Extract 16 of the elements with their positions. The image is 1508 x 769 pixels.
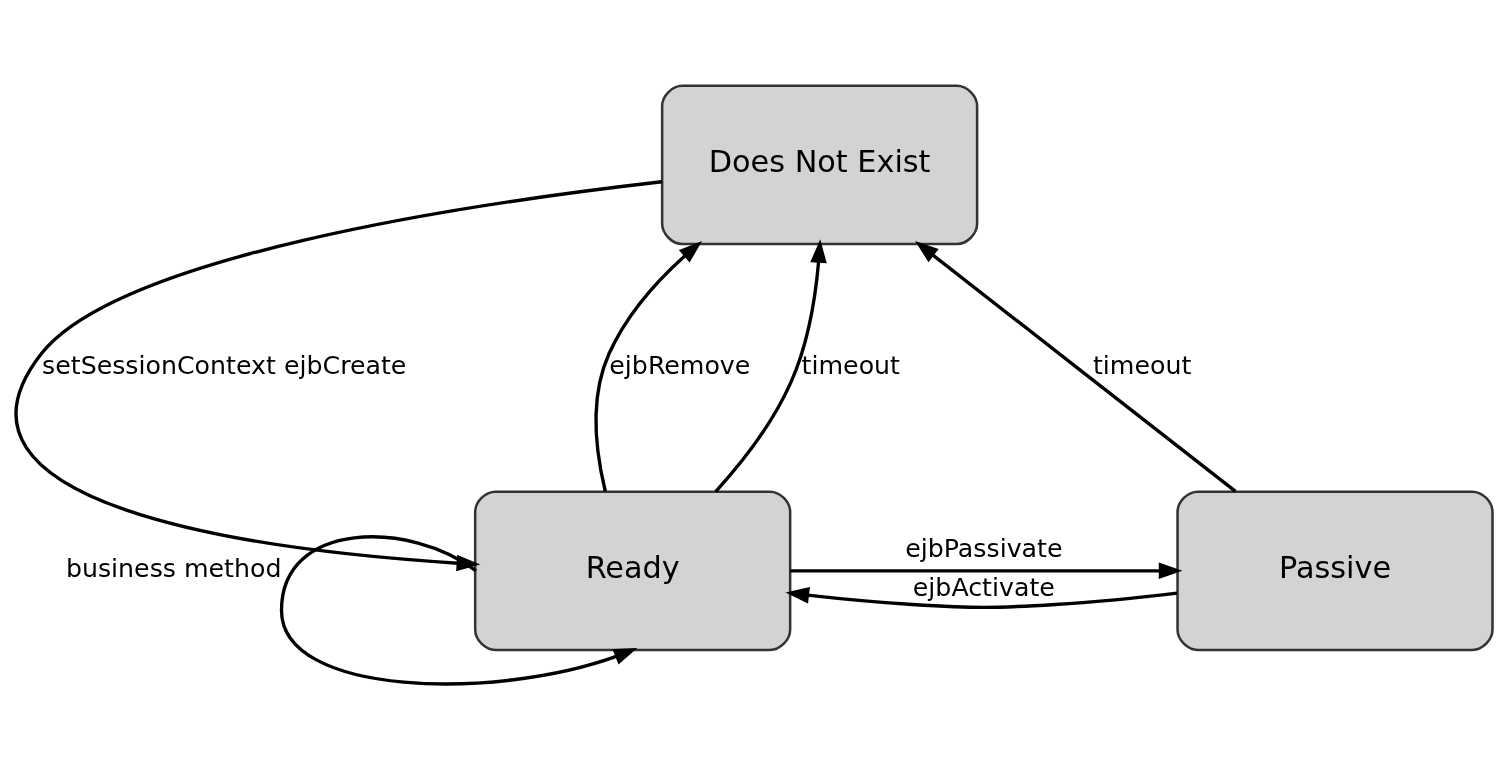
arrow [785, 586, 1178, 609]
edge-label: ejbActivate [912, 572, 1055, 602]
arrow [714, 238, 827, 493]
arrow [279, 534, 638, 686]
arrow [594, 240, 703, 492]
edge-label: business method [65, 553, 282, 583]
edge-label: setSessionContext ejbCreate [42, 350, 407, 380]
edge-label: timeout [1092, 350, 1192, 380]
edge-label: timeout [801, 350, 900, 380]
node-box: Ready [473, 489, 792, 651]
node-box: Does Not Exist [660, 83, 979, 245]
arrow [915, 240, 1237, 493]
edge-label: ejbPassivate [905, 533, 1063, 563]
arrow [790, 562, 1183, 579]
edge-label: ejbRemove [609, 350, 751, 380]
node-box: Passive [1176, 489, 1494, 651]
